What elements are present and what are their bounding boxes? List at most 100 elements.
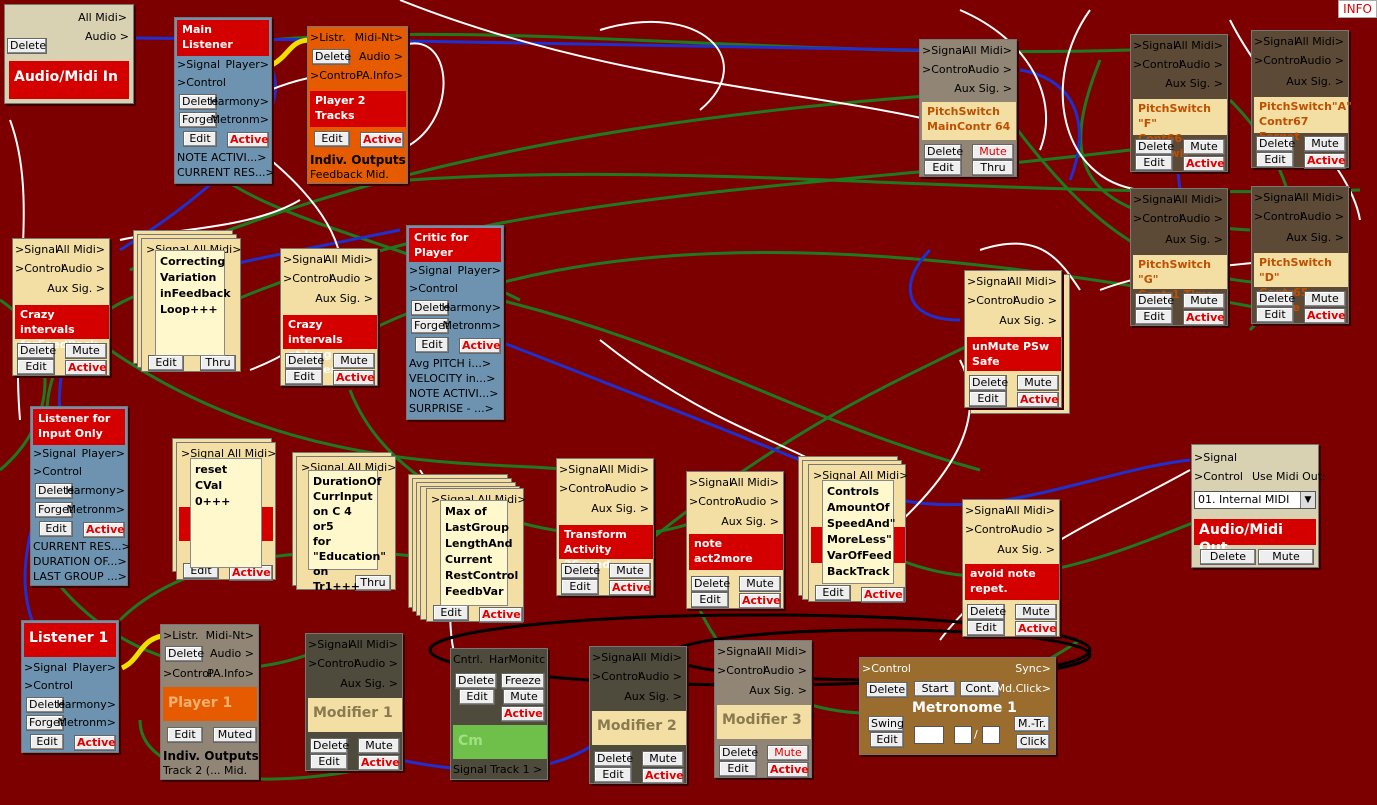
midi-note-port[interactable]: Midi-Nt>: [205, 629, 254, 642]
midi-device-select[interactable]: 01. Internal MIDI▼: [1194, 491, 1316, 509]
audio-port[interactable]: Audio >: [1300, 210, 1344, 223]
signal-port[interactable]: >Signal: [559, 463, 603, 476]
all-midi-port[interactable]: All Midi>: [1295, 35, 1344, 48]
aux-signal-port[interactable]: Aux Sig. >: [721, 515, 779, 528]
active-toggle[interactable]: Active: [83, 522, 125, 538]
control-port[interactable]: >Control: [689, 495, 738, 508]
mute-button[interactable]: Mute: [1258, 549, 1314, 565]
delete-button[interactable]: Delete: [1256, 291, 1295, 307]
edit-button[interactable]: Edit: [594, 767, 632, 783]
edit-button[interactable]: Edit: [39, 521, 73, 537]
all-midi-port[interactable]: All Midi>: [1174, 193, 1223, 206]
all-midi-port[interactable]: All Midi>: [1006, 504, 1055, 517]
edit-button[interactable]: Edit: [815, 585, 851, 601]
control-port[interactable]: >Control: [310, 69, 359, 82]
signal-port[interactable]: >Signal: [922, 44, 966, 57]
signal-port[interactable]: >Signal: [24, 661, 68, 674]
all-midi-port[interactable]: All Midi>: [324, 253, 373, 266]
modifier-3-module[interactable]: >Signal All Midi> >Control Audio > Aux S…: [714, 640, 812, 778]
crazy-intervals-feedback-module[interactable]: >Signal All Midi> >Control Audio > Aux S…: [12, 238, 110, 376]
output-current-result[interactable]: CURRENT RES...>: [33, 540, 131, 553]
signal-port[interactable]: >Signal: [15, 243, 59, 256]
thru-button[interactable]: Thru: [972, 160, 1014, 176]
active-toggle[interactable]: Active: [1304, 308, 1346, 324]
output-note-activity[interactable]: NOTE ACTIVI...>: [409, 387, 499, 400]
all-midi-port[interactable]: All Midi>: [56, 243, 105, 256]
delete-button[interactable]: Delete: [35, 483, 74, 499]
signal-port[interactable]: >Signal: [283, 253, 327, 266]
aux-signal-port[interactable]: Aux Sig. >: [999, 314, 1057, 327]
delete-button[interactable]: Delete: [7, 38, 47, 54]
harmony-port[interactable]: Harmony>: [209, 95, 270, 108]
mute-button[interactable]: Mute: [642, 751, 684, 767]
control-port[interactable]: >Control: [1254, 210, 1303, 223]
signal-port[interactable]: >Signal: [1133, 39, 1177, 52]
all-midi-port[interactable]: All Midi>: [730, 476, 779, 489]
metronome-port[interactable]: Metronm>: [57, 716, 117, 729]
control-port[interactable]: >Control: [33, 465, 82, 478]
audio-port[interactable]: Audio >: [1179, 58, 1223, 71]
active-toggle[interactable]: Active: [65, 360, 107, 376]
md-click-port[interactable]: Md.Click>: [995, 682, 1051, 695]
chevron-down-icon[interactable]: ▼: [1300, 492, 1315, 508]
mute-button[interactable]: Mute: [609, 563, 651, 579]
signal-track-output[interactable]: Signal Track 1 >: [453, 763, 543, 776]
active-toggle[interactable]: Active: [767, 762, 809, 778]
control-port[interactable]: Cntrl.: [453, 653, 484, 666]
continue-button[interactable]: Cont.: [960, 681, 1000, 697]
active-toggle[interactable]: Active: [739, 593, 781, 609]
click-button[interactable]: Click: [1016, 734, 1050, 750]
mute-button[interactable]: Mute: [767, 745, 809, 761]
active-toggle[interactable]: Active: [333, 370, 375, 386]
metronome-1-module[interactable]: >Control Sync> Delete Start Cont. Md.Cli…: [859, 657, 1056, 755]
delete-button[interactable]: Delete: [1256, 136, 1295, 152]
metronome-port[interactable]: Metronm>: [210, 113, 270, 126]
control-port[interactable]: >Control: [862, 662, 911, 675]
mute-button[interactable]: Mute: [1183, 293, 1225, 309]
audio-port[interactable]: Audio >: [1013, 294, 1057, 307]
forget-button[interactable]: Forget: [35, 502, 73, 518]
delete-button[interactable]: Delete: [455, 673, 497, 689]
time-signature-denominator[interactable]: 4: [982, 726, 1000, 744]
edit-button[interactable]: Edit: [17, 359, 55, 375]
control-port[interactable]: >Control: [177, 76, 226, 89]
edit-button[interactable]: Edit: [1256, 307, 1294, 323]
player-port[interactable]: Player>: [81, 447, 125, 460]
aux-signal-port[interactable]: Aux Sig. >: [749, 684, 807, 697]
aux-signal-port[interactable]: Aux Sig. >: [954, 82, 1012, 95]
active-toggle[interactable]: Active: [1304, 153, 1346, 169]
active-toggle[interactable]: Active: [861, 587, 905, 603]
signal-port[interactable]: >Signal: [1254, 35, 1298, 48]
control-port[interactable]: >Control: [409, 282, 458, 295]
edit-button[interactable]: Edit: [30, 734, 64, 750]
output-velocity[interactable]: VELOCITY in...>: [409, 372, 496, 385]
audio-port[interactable]: Audio >: [210, 647, 254, 660]
transform-activity-module[interactable]: >Signal All Midi> >Control Audio > Aux S…: [556, 458, 654, 596]
avoid-note-repet-module[interactable]: >Signal All Midi> >Control Audio > Aux S…: [962, 499, 1060, 637]
mute-button[interactable]: Mute: [503, 689, 545, 705]
thru-button[interactable]: Thru: [355, 575, 391, 591]
all-midi-port[interactable]: All Midi>: [1008, 275, 1057, 288]
aux-signal-port[interactable]: Aux Sig. >: [1165, 233, 1223, 246]
player-port[interactable]: Player>: [72, 661, 116, 674]
audio-port[interactable]: Audio >: [1011, 523, 1055, 536]
control-port[interactable]: >Control: [1133, 212, 1182, 225]
pitchswitch-g-module[interactable]: >Signal All Midi> >Control Audio > Aux S…: [1130, 188, 1228, 326]
aux-signal-port[interactable]: Aux Sig. >: [997, 543, 1055, 556]
listener-1-module[interactable]: Listener 1 >Signal Player> >Control Dele…: [21, 620, 119, 753]
all-midi-port[interactable]: All Midi>: [1295, 191, 1344, 204]
signal-port[interactable]: >Signal: [308, 638, 352, 651]
delete-button[interactable]: Delete: [310, 738, 349, 754]
edit-button[interactable]: Edit: [924, 160, 962, 176]
delete-button[interactable]: Delete: [594, 751, 633, 767]
listener-port[interactable]: >Listr.: [163, 629, 199, 642]
all-midi-port[interactable]: All Midi>: [758, 645, 807, 658]
active-toggle[interactable]: Active: [479, 607, 523, 623]
modifier-2-module[interactable]: >Signal All Midi> >Control Audio > Aux S…: [589, 646, 687, 784]
active-toggle[interactable]: Active: [358, 755, 400, 771]
edit-button[interactable]: Edit: [1135, 155, 1173, 171]
active-toggle[interactable]: Active: [459, 338, 501, 354]
all-midi-port[interactable]: All Midi>: [600, 463, 649, 476]
critic-for-player-module[interactable]: Critic for Player >Signal Player> >Contr…: [406, 225, 504, 420]
pitchswitch-maincontr-64-module[interactable]: >Signal All Midi> >Control Audio > Aux S…: [919, 39, 1017, 177]
